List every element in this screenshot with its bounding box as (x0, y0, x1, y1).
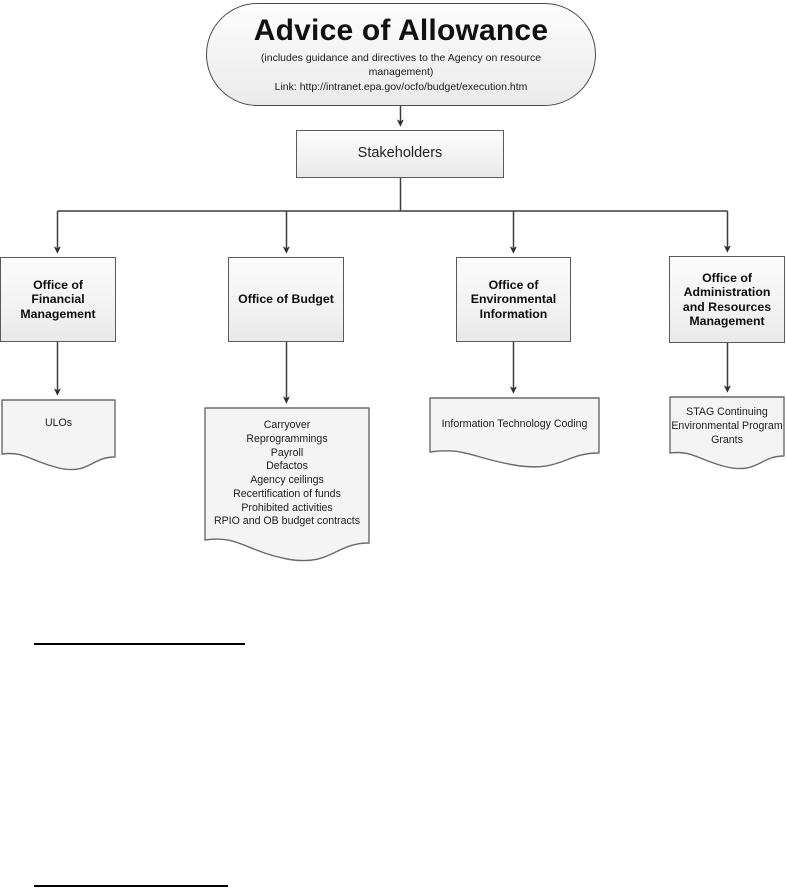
title-node[interactable]: Advice of Allowance (includes guidance a… (206, 3, 596, 106)
node-document-ulos[interactable]: ULOs (1, 399, 116, 471)
node-document-it-coding-label: Information Technology Coding (441, 418, 588, 430)
node-office-administration-resources-management-label: Office of Administration and Resources M… (682, 270, 772, 329)
node-document-it-coding[interactable]: Information Technology Coding (429, 397, 600, 468)
page-title: Advice of Allowance (253, 13, 549, 47)
document-shape-icon (429, 397, 600, 468)
node-document-stag-grants-label: STAG Continuing Environmental Program Gr… (671, 406, 783, 446)
node-office-environmental-information-label: Office of Environmental Information (470, 277, 557, 321)
node-office-financial-management-label: Office of Financial Management (20, 277, 96, 321)
node-stakeholders[interactable]: Stakeholders (296, 130, 504, 178)
node-office-environmental-information[interactable]: Office of Environmental Information (456, 257, 571, 342)
node-document-ulos-label: ULOs (44, 417, 73, 429)
node-document-stag-grants[interactable]: STAG Continuing Environmental Program Gr… (669, 396, 785, 470)
document-shape-icon (204, 407, 370, 562)
footer-divider-top (34, 643, 245, 645)
node-office-of-budget[interactable]: Office of Budget (228, 257, 344, 342)
document-shape-icon (1, 399, 116, 471)
node-stakeholders-label: Stakeholders (357, 145, 443, 162)
title-subtitle: (includes guidance and directives to the… (260, 51, 542, 79)
document-shape-icon (669, 396, 785, 470)
node-document-budget-items[interactable]: Carryover Reprogrammings Payroll Defacto… (204, 407, 370, 562)
node-office-financial-management[interactable]: Office of Financial Management (0, 257, 116, 342)
node-document-budget-items-label: Carryover Reprogrammings Payroll Defacto… (213, 419, 361, 528)
title-link: Link: http://intranet.epa.gov/ocfo/budge… (274, 80, 528, 93)
node-office-of-budget-label: Office of Budget (238, 292, 334, 307)
node-office-administration-resources-management[interactable]: Office of Administration and Resources M… (669, 256, 785, 343)
footer-divider-bottom (34, 885, 228, 887)
